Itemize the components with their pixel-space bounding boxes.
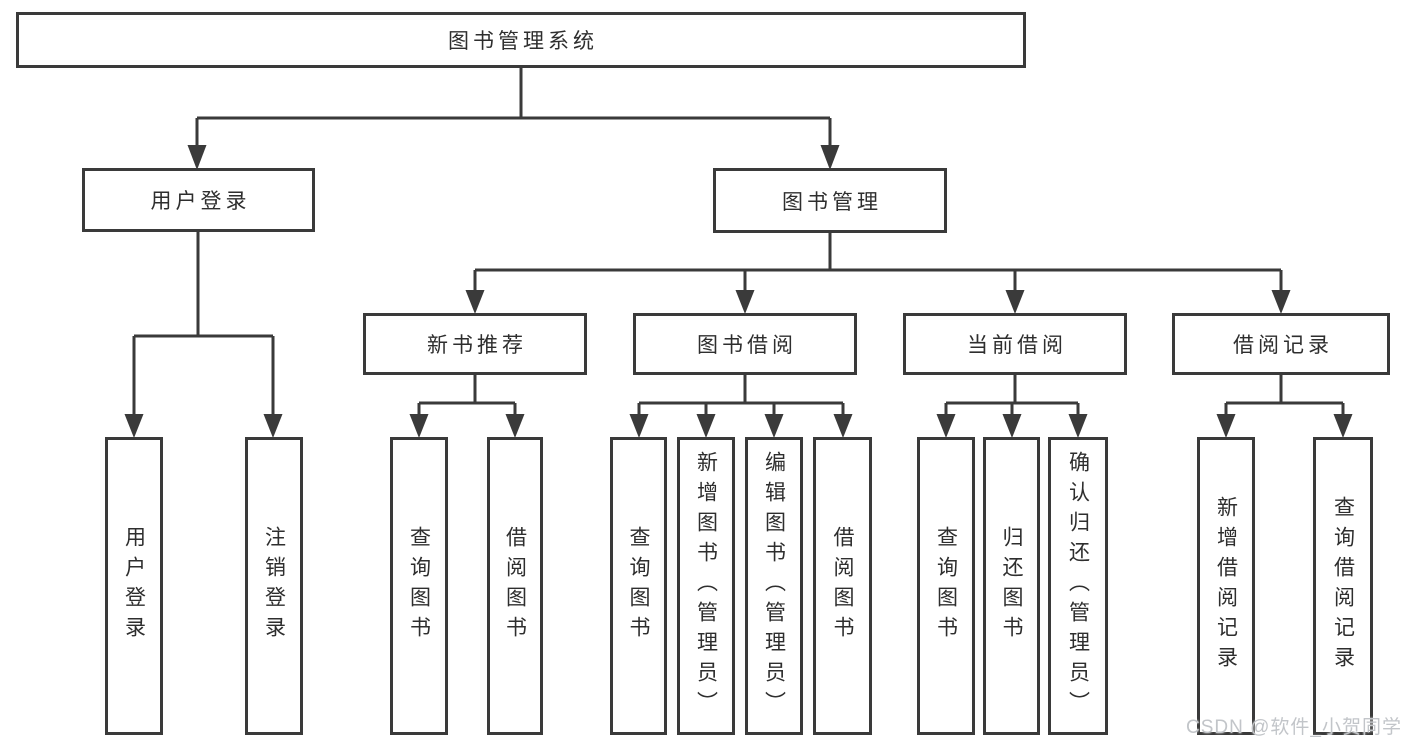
arrow-down-icon xyxy=(1068,414,1088,438)
arrow-down-icon xyxy=(1271,290,1291,314)
leaf-edit-book-admin: 编辑图书（管理员） xyxy=(745,437,803,735)
arrow-down-icon xyxy=(1216,414,1236,438)
node-user-login: 用户登录 xyxy=(82,168,315,232)
arrow-down-icon xyxy=(820,145,840,170)
leaf-borrow-books-recommend: 借阅图书 xyxy=(487,437,543,735)
leaf-return-books: 归还图书 xyxy=(983,437,1040,735)
arrow-down-icon xyxy=(833,414,853,438)
tree-edges xyxy=(132,68,1345,416)
arrow-down-icon xyxy=(735,290,755,314)
arrow-down-icon xyxy=(505,414,525,438)
leaf-query-books-current: 查询图书 xyxy=(917,437,975,735)
leaf-add-borrow-record: 新增借阅记录 xyxy=(1197,437,1255,735)
arrow-down-icon xyxy=(1333,414,1353,438)
leaf-confirm-return-admin: 确认归还（管理员） xyxy=(1048,437,1108,735)
leaf-add-book-admin: 新增图书（管理员） xyxy=(677,437,735,735)
arrowhead-icons xyxy=(124,145,1353,438)
leaf-query-books-recommend: 查询图书 xyxy=(390,437,448,735)
arrow-down-icon xyxy=(764,414,784,438)
arrow-down-icon xyxy=(465,290,485,314)
node-book-borrow: 图书借阅 xyxy=(633,313,857,375)
leaf-logout-login: 注销登录 xyxy=(245,437,303,735)
node-current-borrow: 当前借阅 xyxy=(903,313,1127,375)
node-book-management: 图书管理 xyxy=(713,168,947,233)
leaf-query-borrow-record: 查询借阅记录 xyxy=(1313,437,1373,735)
arrow-down-icon xyxy=(409,414,429,438)
arrow-down-icon xyxy=(124,414,144,438)
node-root-system: 图书管理系统 xyxy=(16,12,1026,68)
arrow-down-icon xyxy=(1002,414,1022,438)
leaf-query-books-borrow: 查询图书 xyxy=(610,437,667,735)
csdn-watermark: CSDN @软件_小贺同学 xyxy=(1186,717,1402,738)
node-new-book-recommend: 新书推荐 xyxy=(363,313,587,375)
node-borrow-records: 借阅记录 xyxy=(1172,313,1390,375)
arrow-down-icon xyxy=(263,414,283,438)
arrow-down-icon xyxy=(936,414,956,438)
arrow-down-icon xyxy=(629,414,649,438)
arrow-down-icon xyxy=(696,414,716,438)
leaf-borrow-books: 借阅图书 xyxy=(813,437,872,735)
arrow-down-icon xyxy=(1005,290,1025,314)
leaf-user-login: 用户登录 xyxy=(105,437,163,735)
arrow-down-icon xyxy=(187,145,207,170)
